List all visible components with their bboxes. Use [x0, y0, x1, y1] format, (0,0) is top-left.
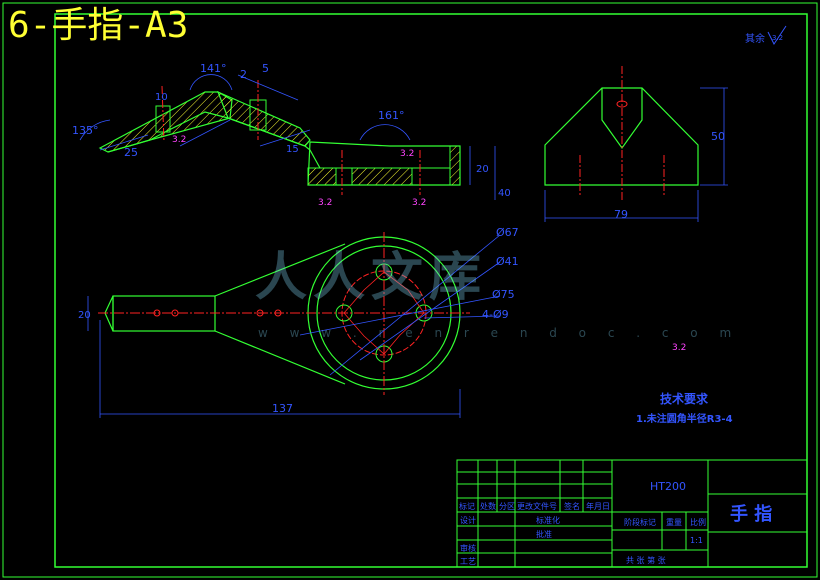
dim-2: 2 [240, 68, 247, 81]
tb-stage-mark: 阶段标记 [624, 518, 656, 527]
roughness-6: 3.2 [772, 34, 783, 42]
roughness-4: 3.2 [412, 198, 426, 208]
dim-40: 40 [498, 188, 511, 199]
roughness-5: 3.2 [672, 343, 686, 353]
tb-approve: 批准 [536, 530, 552, 539]
watermark-url: w w w . r e n r e n d o c . c o m [258, 326, 741, 340]
seat-hatch-right [449, 145, 461, 186]
seat-hatch-left [307, 167, 337, 186]
tb-design: 设计 [460, 516, 476, 525]
centerline-1 [161, 85, 165, 143]
dim-135: 135° [72, 124, 99, 137]
top-view: Ø67 Ø41 Ø75 4-Ø9 137 20 3.2 [78, 226, 686, 418]
tb-sign: 签名 [564, 502, 580, 511]
roughness-note: 其余 [745, 32, 765, 45]
dim-50: 50 [711, 130, 725, 143]
roughness-3: 3.2 [318, 198, 332, 208]
dim-phi41: Ø41 [496, 255, 519, 268]
dim-141: 141° [200, 62, 227, 75]
tb-count: 处数 [480, 502, 496, 511]
top-center-star [343, 271, 425, 355]
top-taper [214, 243, 346, 297]
tb-mark: 标记 [459, 502, 475, 511]
tb-weight: 重量 [666, 518, 682, 527]
dim-161: 161° [378, 109, 405, 122]
dim-phi75: Ø75 [492, 288, 515, 301]
drawing-title: 6-手指-A3 [8, 5, 189, 46]
tb-scale-label: 比例 [690, 518, 706, 527]
part-name: 手 指 [730, 504, 773, 525]
dim-20: 20 [476, 164, 489, 175]
dim-79: 79 [614, 208, 628, 221]
dim-4-phi9: 4-Ø9 [482, 308, 509, 321]
seat-hatch-mid [351, 167, 413, 186]
inner-frame [54, 13, 808, 568]
dim-20-top: 20 [78, 310, 91, 321]
tb-process: 工艺 [460, 557, 476, 566]
tb-standard: 标准化 [536, 516, 560, 525]
watermark: 人人文库 [255, 248, 488, 308]
roughness-1: 3.2 [172, 135, 186, 145]
dim-25: 25 [124, 146, 138, 159]
tb-change: 更改文件号 [517, 502, 557, 511]
dim-10: 10 [155, 92, 168, 103]
tb-scale-value: 1:1 [690, 536, 703, 545]
top-taper-2 [214, 330, 346, 385]
side-view: 79 50 [544, 66, 728, 222]
dim-5: 5 [262, 62, 269, 75]
title-block [456, 459, 808, 568]
material-label: HT200 [650, 480, 686, 493]
dim-137: 137 [272, 402, 293, 415]
tech-req-title: 技术要求 [660, 392, 709, 406]
tb-sheets: 共 张 第 张 [626, 556, 666, 565]
tb-check: 审核 [460, 544, 476, 553]
roughness-2: 3.2 [400, 149, 414, 159]
side-top-hole [616, 100, 628, 108]
tb-zone: 分区 [499, 502, 515, 511]
tech-req-item: 1.未注圆角半径R3-4 [636, 414, 733, 425]
dim-phi67: Ø67 [496, 226, 519, 239]
roughness-symbol-icon [767, 25, 787, 45]
tb-date: 年月日 [586, 502, 610, 511]
front-view: 135° 141° 161° 2 5 10 25 20 15 40 3.2 3.… [72, 62, 511, 208]
dim-15: 15 [286, 144, 299, 155]
finger-section-mid [216, 90, 311, 147]
